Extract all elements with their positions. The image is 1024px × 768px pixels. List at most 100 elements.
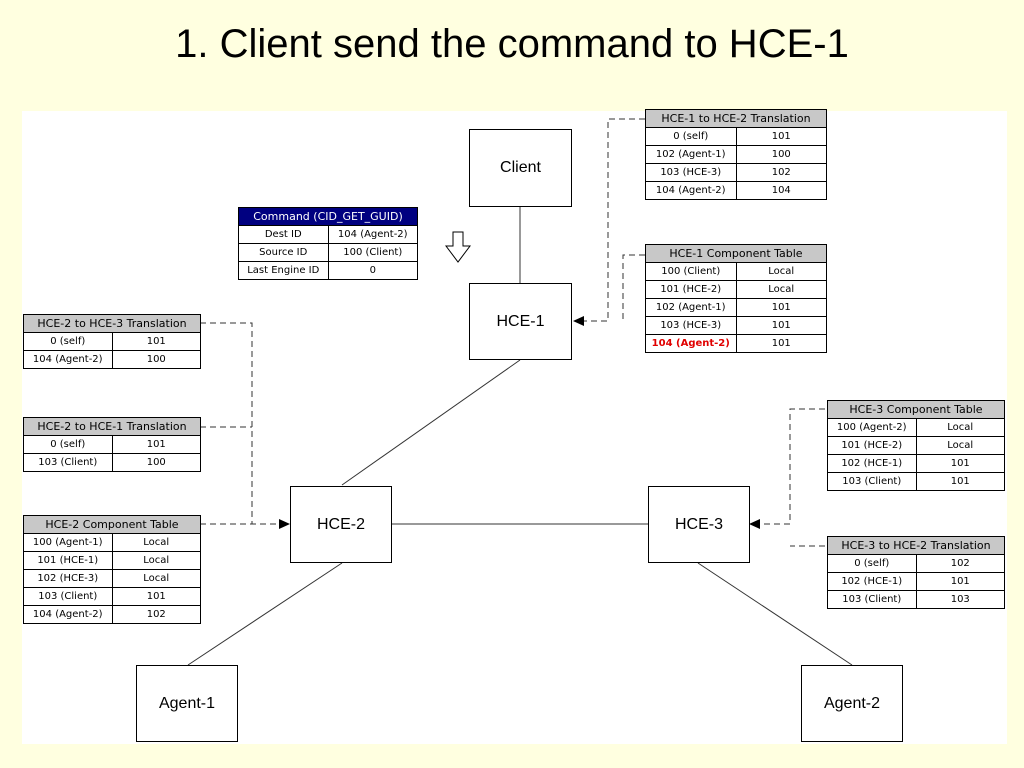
row-value-cell: Local — [111, 533, 201, 552]
row-value-cell: 100 — [111, 350, 201, 369]
row-value-cell: 101 — [915, 472, 1005, 491]
table-row: 100 (Agent-1)Local — [23, 533, 201, 552]
table-row: 0 (self)101 — [23, 435, 201, 454]
row-key-cell: 101 (HCE-1) — [23, 551, 113, 570]
agent2-node: Agent-2 — [801, 665, 903, 742]
row-key-cell: 0 (self) — [23, 435, 113, 454]
table-row: 103 (Client)101 — [23, 587, 201, 606]
row-value-cell: 100 (Client) — [327, 243, 418, 262]
row-value-cell: 102 — [735, 163, 827, 182]
row-value-cell: Local — [111, 569, 201, 588]
row-key-cell: 104 (Agent-2) — [23, 605, 113, 624]
client-node: Client — [469, 129, 572, 207]
table-row: 100 (Client)Local — [645, 262, 827, 281]
row-key-cell: Dest ID — [238, 225, 329, 244]
table-row: 100 (Agent-2)Local — [827, 418, 1005, 437]
row-value-cell: Local — [735, 262, 827, 281]
table-row: 104 (Agent-2)101 — [645, 334, 827, 353]
arrowhead-hce1 — [573, 316, 584, 326]
table-title: HCE-3 to HCE-2 Translation — [827, 536, 1005, 555]
table-row: 0 (self)101 — [23, 332, 201, 351]
row-key-cell: 103 (Client) — [827, 472, 917, 491]
row-value-cell: 100 — [111, 453, 201, 472]
row-value-cell: Local — [111, 551, 201, 570]
dash-hce2-to-hce3 — [200, 322, 253, 524]
row-key-cell: 103 (HCE-3) — [645, 316, 737, 335]
table-row: 102 (HCE-1)101 — [827, 454, 1005, 473]
row-value-cell: 101 — [111, 587, 201, 606]
row-key-cell: Last Engine ID — [238, 261, 329, 280]
row-key-cell: 100 (Client) — [645, 262, 737, 281]
table-row: 0 (self)101 — [645, 127, 827, 146]
row-value-cell: 104 — [735, 181, 827, 200]
row-key-cell: 101 (HCE-2) — [827, 436, 917, 455]
row-value-cell: 0 — [327, 261, 418, 280]
link-hce3-agent2 — [697, 562, 853, 666]
row-value-cell: 100 — [735, 145, 827, 164]
table-title: Command (CID_GET_GUID) — [238, 207, 418, 226]
table-row: 101 (HCE-2)Local — [827, 436, 1005, 455]
agent1-node: Agent-1 — [136, 665, 238, 742]
row-key-cell: 104 (Agent-2) — [23, 350, 113, 369]
table-row: 102 (Agent-1)100 — [645, 145, 827, 164]
row-value-cell: Local — [915, 436, 1005, 455]
row-key-cell: 100 (Agent-2) — [827, 418, 917, 437]
table-row: 104 (Agent-2)104 — [645, 181, 827, 200]
row-value-cell: 103 — [915, 590, 1005, 609]
table-title: HCE-1 Component Table — [645, 244, 827, 263]
row-value-cell: 101 — [735, 298, 827, 317]
row-key-cell: 100 (Agent-1) — [23, 533, 113, 552]
row-key-cell: 102 (HCE-1) — [827, 454, 917, 473]
row-value-cell: Local — [915, 418, 1005, 437]
hce3-node: HCE-3 — [648, 486, 750, 563]
row-value-cell: 101 — [111, 435, 201, 454]
table-row: 104 (Agent-2)100 — [23, 350, 201, 369]
table-row: 102 (Agent-1)101 — [645, 298, 827, 317]
row-value-cell: 104 (Agent-2) — [327, 225, 418, 244]
row-value-cell: 101 — [735, 127, 827, 146]
row-key-cell: 102 (HCE-3) — [23, 569, 113, 588]
row-value-cell: Local — [735, 280, 827, 299]
table-row: 103 (Client)101 — [827, 472, 1005, 491]
table-row: 103 (HCE-3)101 — [645, 316, 827, 335]
row-key-cell: 104 (Agent-2) — [645, 334, 737, 353]
dash-hce3-component — [758, 408, 825, 525]
arrowhead-hce3 — [749, 519, 760, 529]
table-title: HCE-3 Component Table — [827, 400, 1005, 419]
row-key-cell: 0 (self) — [23, 332, 113, 351]
hce2-node: HCE-2 — [290, 486, 392, 563]
row-key-cell: 0 (self) — [827, 554, 917, 573]
row-value-cell: 102 — [111, 605, 201, 624]
row-key-cell: Source ID — [238, 243, 329, 262]
table-row: 101 (HCE-1)Local — [23, 551, 201, 570]
diagram-canvas: Client HCE-1 HCE-2 HCE-3 Agent-1 Agent-2… — [22, 109, 1007, 744]
table-row: 103 (HCE-3)102 — [645, 163, 827, 182]
table-row: 104 (Agent-2)102 — [23, 605, 201, 624]
connector-layer — [187, 118, 853, 666]
table-row: 103 (Client)103 — [827, 590, 1005, 609]
row-key-cell: 101 (HCE-2) — [645, 280, 737, 299]
row-key-cell: 0 (self) — [645, 127, 737, 146]
table-row: 103 (Client)100 — [23, 453, 201, 472]
dash-hce1-component — [622, 254, 645, 321]
link-hce2-agent1 — [187, 562, 343, 666]
row-key-cell: 103 (Client) — [23, 453, 113, 472]
link-hce1-hce2 — [341, 359, 521, 486]
table-row: 101 (HCE-2)Local — [645, 280, 827, 299]
row-value-cell: 102 — [915, 554, 1005, 573]
row-value-cell: 101 — [915, 572, 1005, 591]
slide-title: 1. Client send the command to HCE-1 — [175, 22, 849, 66]
row-key-cell: 102 (Agent-1) — [645, 298, 737, 317]
row-key-cell: 102 (Agent-1) — [645, 145, 737, 164]
table-row: 0 (self)102 — [827, 554, 1005, 573]
